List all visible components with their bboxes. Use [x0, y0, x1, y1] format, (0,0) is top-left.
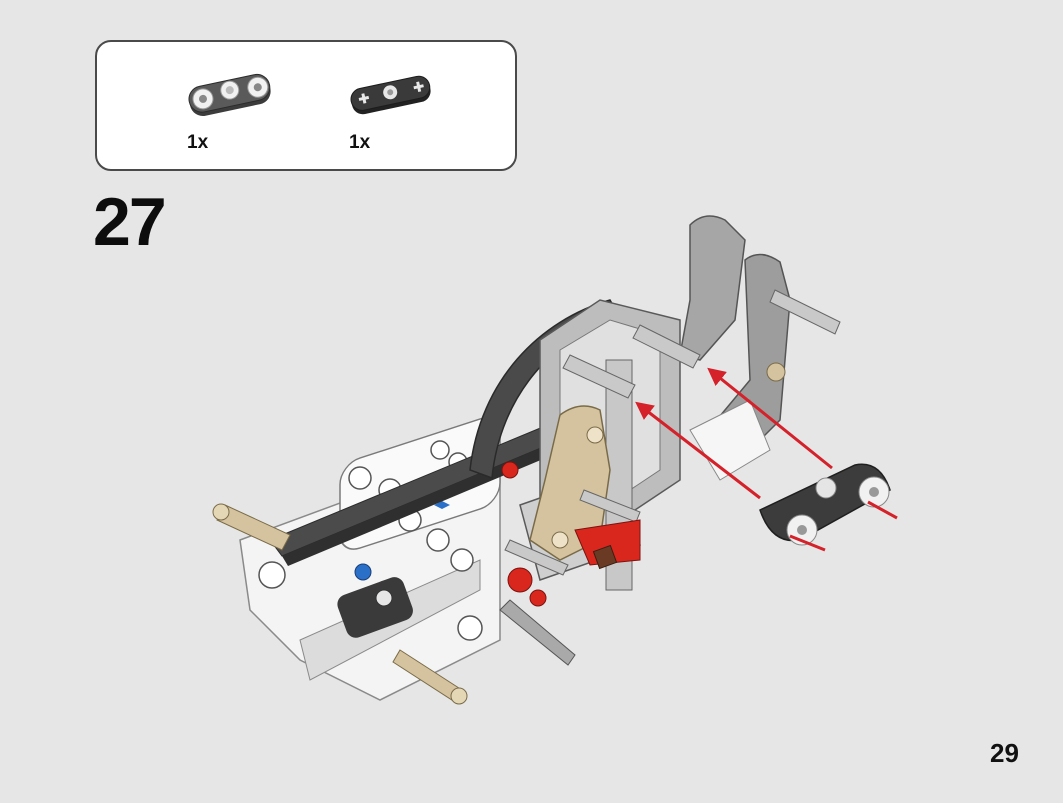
part-slot-1: 1x — [183, 64, 293, 164]
base-frame — [239, 417, 501, 701]
parts-needed-callout: 1x 1x — [95, 40, 517, 171]
tan-liftarm — [504, 405, 641, 576]
new-connector-part — [759, 463, 891, 546]
page-number: 29 — [990, 738, 1019, 768]
liftarm-part-icon — [350, 75, 431, 115]
link-connector-part-icon — [188, 73, 271, 117]
step-number: 27 — [93, 184, 167, 260]
tan-pins — [212, 503, 468, 705]
part-quantity: 1x — [187, 132, 209, 153]
part-quantity: 1x — [349, 132, 371, 153]
assembly-arrows — [635, 367, 898, 552]
part-slot-2: 1x — [347, 64, 457, 164]
red-connectors — [501, 461, 641, 607]
